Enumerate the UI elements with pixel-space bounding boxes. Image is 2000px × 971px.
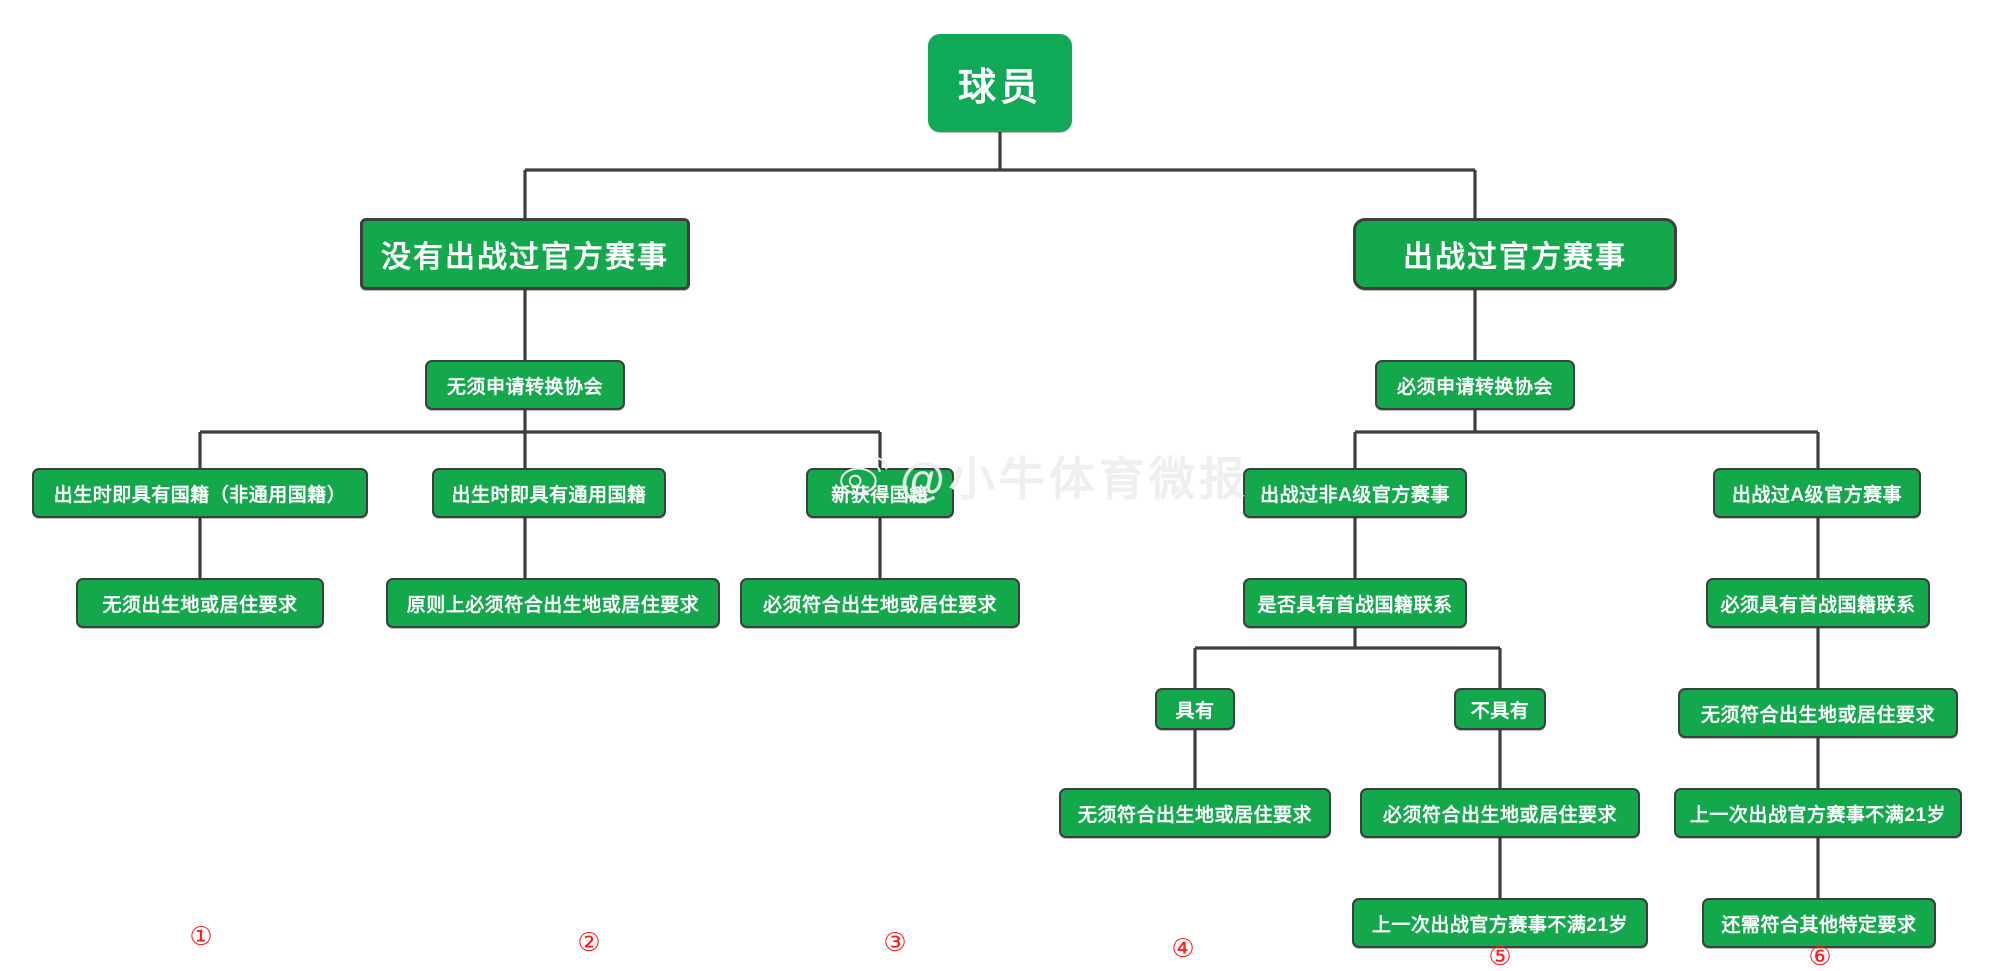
node-last-match-under-21-right[interactable]: 上一次出战官方赛事不满21岁 bbox=[1674, 788, 1962, 838]
node-no-official-match[interactable]: 没有出战过官方赛事 bbox=[360, 218, 690, 290]
node-must-meet-birthplace-or-residency-no[interactable]: 必须符合出生地或居住要求 bbox=[1360, 788, 1640, 838]
node-must-have-first-match-nationality-link[interactable]: 必须具有首战国籍联系 bbox=[1706, 578, 1930, 628]
index-mark-2: ② bbox=[577, 928, 601, 958]
node-no-association-change-needed[interactable]: 无须申请转换协会 bbox=[425, 360, 625, 410]
index-mark-5: ⑤ bbox=[1488, 942, 1512, 971]
index-mark-1: ① bbox=[189, 922, 213, 952]
node-last-match-under-21-no-branch[interactable]: 上一次出战官方赛事不满21岁 bbox=[1352, 898, 1648, 948]
node-nationality-at-birth-non-common[interactable]: 出生时即具有国籍（非通用国籍） bbox=[32, 468, 368, 518]
node-has-link-no[interactable]: 不具有 bbox=[1454, 688, 1546, 730]
node-no-birthplace-or-residency-required-yes[interactable]: 无须符合出生地或居住要求 bbox=[1059, 788, 1331, 838]
node-played-official-match[interactable]: 出战过官方赛事 bbox=[1353, 218, 1677, 290]
node-common-nationality-at-birth[interactable]: 出生时即具有通用国籍 bbox=[432, 468, 666, 518]
index-mark-3: ③ bbox=[883, 928, 907, 958]
node-played-a-level-match[interactable]: 出战过A级官方赛事 bbox=[1713, 468, 1921, 518]
node-other-specific-requirements[interactable]: 还需符合其他特定要求 bbox=[1702, 898, 1936, 948]
node-root-player[interactable]: 球员 bbox=[928, 34, 1072, 132]
index-mark-4: ④ bbox=[1171, 934, 1195, 964]
node-played-non-a-level-match[interactable]: 出战过非A级官方赛事 bbox=[1243, 468, 1467, 518]
node-has-first-match-nationality-link-question[interactable]: 是否具有首战国籍联系 bbox=[1243, 578, 1467, 628]
node-no-birthplace-or-residency-requirement[interactable]: 无须出生地或居住要求 bbox=[76, 578, 324, 628]
node-newly-acquired-nationality[interactable]: 新获得国籍 bbox=[806, 468, 954, 518]
node-has-link-yes[interactable]: 具有 bbox=[1155, 688, 1235, 730]
node-must-apply-association-change[interactable]: 必须申请转换协会 bbox=[1375, 360, 1575, 410]
node-must-meet-birthplace-or-residency-left[interactable]: 必须符合出生地或居住要求 bbox=[740, 578, 1020, 628]
index-mark-6: ⑥ bbox=[1808, 942, 1832, 971]
node-no-birthplace-or-residency-required-right[interactable]: 无须符合出生地或居住要求 bbox=[1678, 688, 1958, 738]
node-in-principle-must-meet-birthplace-or-residency[interactable]: 原则上必须符合出生地或居住要求 bbox=[386, 578, 720, 628]
